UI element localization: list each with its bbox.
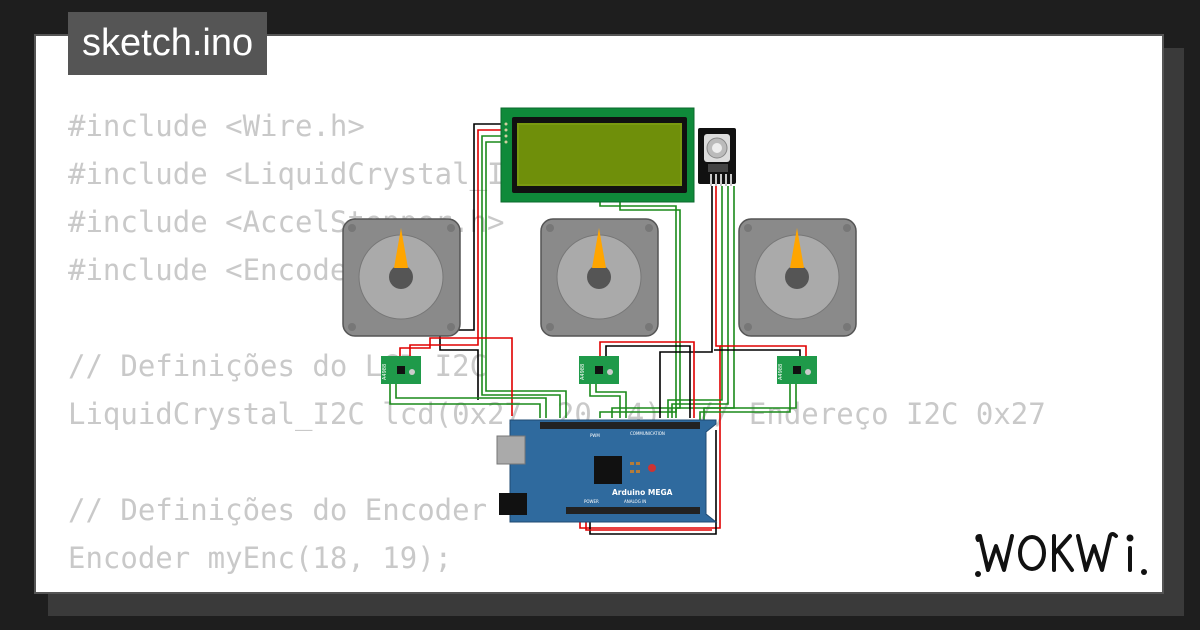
wire-black [659, 186, 713, 418]
wire-green [595, 382, 627, 418]
wokwi-logo [975, 532, 1147, 577]
wire-green [589, 382, 621, 418]
code-line: // Definições do Encoder [68, 493, 488, 527]
wire-red [409, 129, 510, 358]
board-sublabel-pwm: PWM [590, 433, 600, 438]
arduino-mega-board: Arduino MEGA PWM COMMUNICATION POWER ANA… [496, 419, 718, 523]
stepper-motor-1 [342, 218, 461, 337]
code-preview: #include <Wire.h>#include <LiquidCrystal… [68, 102, 1046, 592]
driver-label: A4988 [778, 364, 784, 380]
wire-green [675, 186, 735, 418]
wires [389, 123, 807, 535]
wire-black [605, 345, 691, 418]
wire-green [389, 382, 541, 418]
board-sublabel-communication: COMMUNICATION [630, 431, 665, 436]
driver-label: A4988 [580, 364, 586, 380]
code-line: #include <Wire.h> [68, 109, 365, 143]
wire-red [579, 186, 721, 529]
code-line: // Definições do LCD I2C [68, 349, 488, 383]
wire-green [481, 135, 561, 418]
rotary-encoder [698, 128, 736, 186]
stepper-motor-2 [540, 218, 659, 337]
driver-label: A4988 [382, 364, 388, 380]
wire-red [720, 345, 807, 356]
wire-black [714, 349, 801, 356]
wire-green [611, 200, 681, 418]
stepper-motor-3 [738, 218, 857, 337]
wire-green [671, 186, 729, 418]
wire-green [485, 141, 567, 418]
wire-red [599, 341, 695, 418]
board-sublabel-analog: ANALOG IN [624, 499, 646, 504]
wire-green [667, 186, 723, 418]
wire-red [585, 520, 712, 531]
wire-green [703, 382, 797, 420]
code-line: Encoder myEnc(18, 19); [68, 541, 453, 575]
stepper-driver-3: A4988 [777, 356, 817, 384]
wire-black [589, 430, 717, 535]
wire-red [399, 337, 513, 416]
stepper-driver-2: A4988 [579, 356, 619, 384]
sketch-filename-tab: sketch.ino [68, 12, 268, 75]
stepper-driver-1: A4988 [381, 356, 421, 384]
wire-green [599, 200, 677, 418]
wire-green [699, 382, 791, 420]
board-label: Arduino MEGA [612, 488, 673, 497]
board-sublabel-power: POWER [584, 499, 599, 504]
wire-green [395, 382, 547, 418]
lcd-display [500, 107, 695, 203]
code-line: long oldPosition = -999; [68, 582, 1046, 592]
